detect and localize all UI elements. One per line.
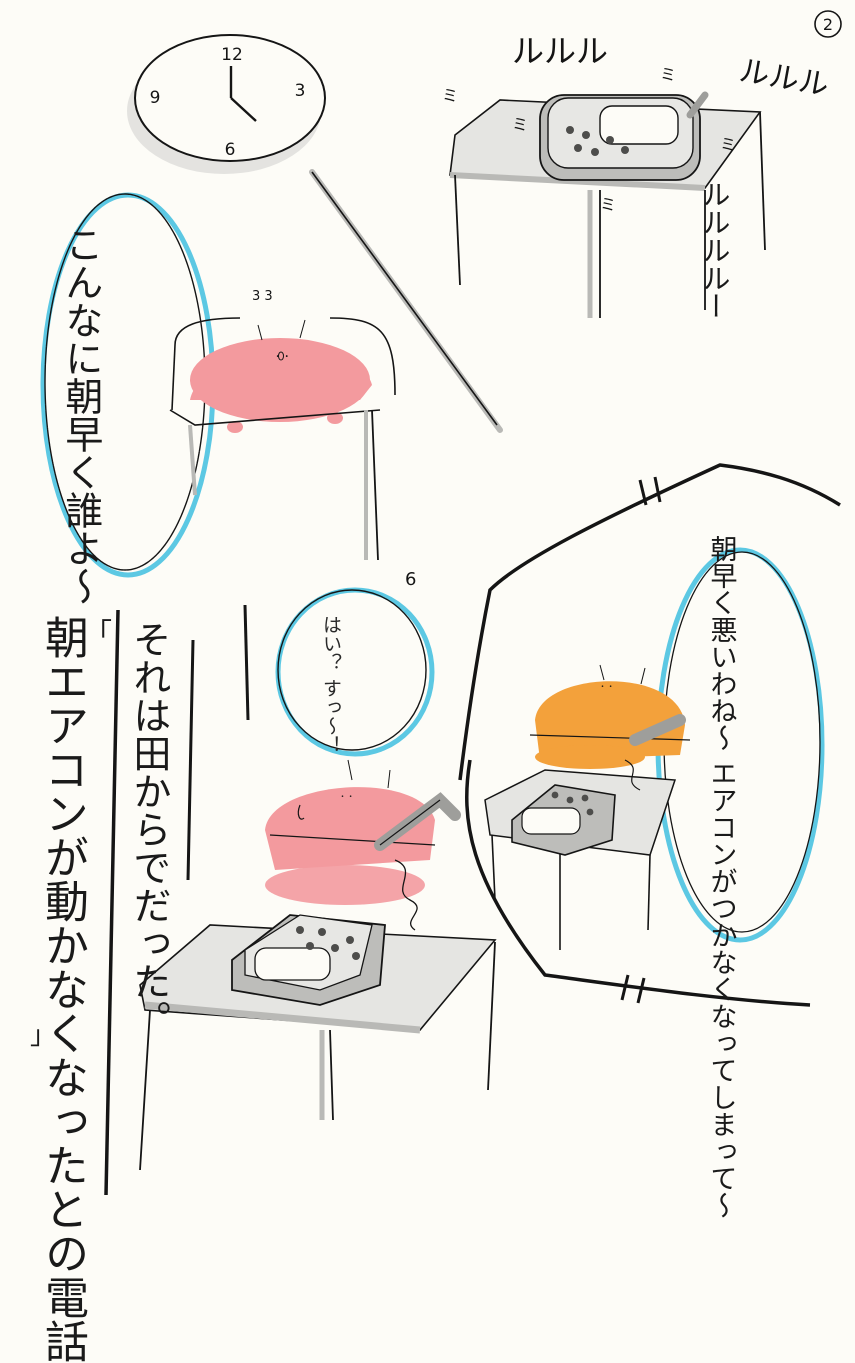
telephone-icon bbox=[539, 91, 709, 181]
vibration-mark: ミ bbox=[442, 86, 458, 105]
bubble-text-panel3: はい？ すっ〜！ bbox=[319, 615, 342, 755]
caption-main: 朝エアコンが動かなくなったとの電話 bbox=[37, 615, 88, 1363]
vibration-mark: ミ bbox=[600, 195, 616, 214]
character-orange: ･ ･ bbox=[529, 664, 691, 791]
svg-text:･ ･: ･ ･ bbox=[600, 682, 613, 693]
bubble-text-panel2: こんなに朝早く誰よ〜 bbox=[58, 225, 103, 605]
bubble-text-panel4: 朝早く悪いわね〜 エアコンがつかなくなってしまって〜 bbox=[705, 535, 737, 1219]
vibration-mark: ミ bbox=[512, 115, 528, 134]
telephone-icon bbox=[231, 914, 386, 1006]
character-pink-sleeping: ･ ･ bbox=[171, 317, 396, 433]
clock-icon bbox=[127, 34, 326, 174]
zigzag-marks bbox=[620, 476, 662, 1004]
ring-sound-vertical: ルルルルー bbox=[698, 180, 732, 320]
bed-table-panel2 bbox=[169, 409, 381, 561]
sleep-marks: 3 3 bbox=[252, 289, 273, 304]
clock-num-3: 3 bbox=[295, 81, 306, 101]
vibration-mark: ミ bbox=[720, 135, 736, 154]
comic-page: 2 12 3 6 9 ルルル ルルル ミ ミ ミ ミ ミ bbox=[40, 10, 842, 1196]
page-number: 2 bbox=[814, 10, 842, 38]
character-pink-phone: ･ ･ bbox=[265, 759, 461, 931]
clock-num-12: 12 bbox=[221, 45, 243, 65]
phone-frame-top bbox=[458, 463, 841, 781]
panel-divider-ink bbox=[311, 171, 498, 426]
speech-bubble-panel3 bbox=[277, 589, 427, 751]
side-caption: それは田からでだった。 bbox=[126, 620, 171, 1038]
caption-bracket-open: 「 bbox=[84, 617, 113, 650]
caption-lines bbox=[104, 604, 250, 1196]
svg-text:･ ･: ･ ･ bbox=[340, 792, 353, 803]
clock-num-6: 6 bbox=[225, 140, 236, 160]
phone-frame-bottom bbox=[465, 759, 811, 1007]
clock-num-9: 9 bbox=[150, 88, 161, 108]
bubble-mark: 6 bbox=[405, 569, 416, 590]
speech-bubble-panel3-color bbox=[275, 587, 435, 757]
ring-sound-right: ルルル bbox=[737, 53, 832, 103]
caption-bracket-close: 」 bbox=[30, 1021, 57, 1051]
vibration-mark: ミ bbox=[660, 65, 676, 84]
svg-text:2: 2 bbox=[823, 15, 833, 34]
ring-sound-top: ルルル bbox=[512, 32, 608, 70]
telephone-icon bbox=[511, 784, 616, 856]
